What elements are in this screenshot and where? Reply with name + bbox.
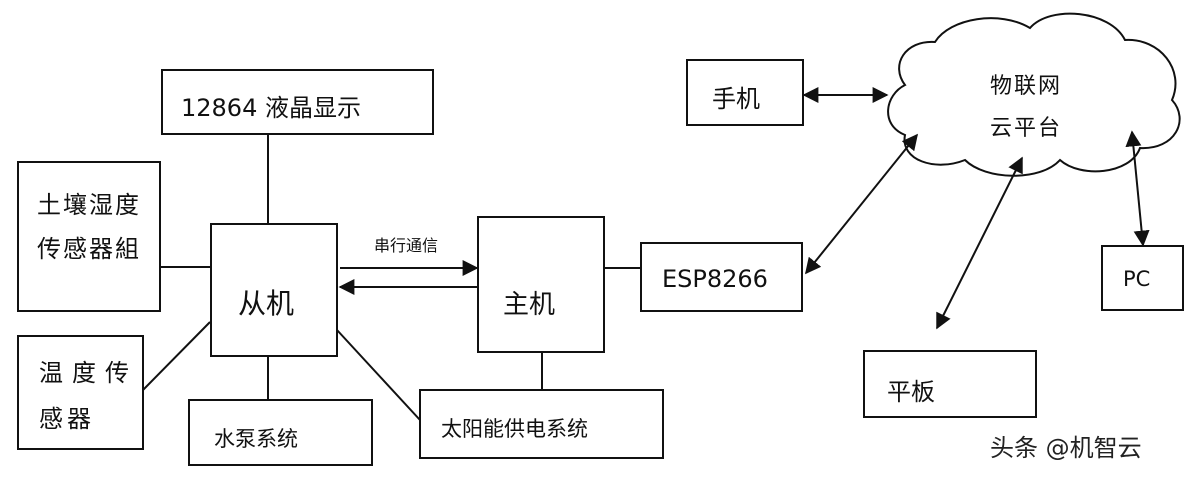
slave-label: 从机 <box>238 287 295 320</box>
soil-sensor-box: 土壤湿度 传感器組 <box>17 161 161 312</box>
lcd-display-label: 12864 液晶显示 <box>181 94 361 122</box>
solar-system-box: 太阳能供电系统 <box>419 389 664 459</box>
cloud-label-line1: 物联网 <box>990 74 1063 99</box>
tablet-label: 平板 <box>887 378 935 406</box>
pc-label: PC <box>1123 267 1151 291</box>
esp-label: ESP8266 <box>662 265 768 293</box>
temp-sensor-box: 温度传 感器 <box>17 335 144 450</box>
temp-sensor-label-line1: 温度传 <box>39 359 138 387</box>
serial-comm-label: 串行通信 <box>374 236 439 255</box>
watermark-text: 头条 @机智云 <box>990 434 1142 462</box>
solar-system-label: 太阳能供电系统 <box>441 417 588 441</box>
soil-sensor-label-line1: 土壤湿度 <box>37 191 141 219</box>
pump-system-box: 水泵系统 <box>188 399 373 466</box>
master-label: 主机 <box>503 290 556 320</box>
arrow-pc-cloud <box>1125 130 1150 247</box>
phone-label: 手机 <box>712 85 760 113</box>
line-solar-slave <box>336 329 421 421</box>
cloud-label-line2: 云平台 <box>990 116 1063 141</box>
cloud-shape <box>887 12 1181 177</box>
master-box: 主机 <box>477 216 605 353</box>
lcd-display-box: 12864 液晶显示 <box>161 69 434 135</box>
pc-box: PC <box>1101 245 1184 311</box>
soil-sensor-label-line2: 传感器組 <box>37 235 141 263</box>
slave-box: 从机 <box>210 223 338 357</box>
phone-box: 手机 <box>686 59 804 126</box>
pump-system-label: 水泵系统 <box>214 427 298 451</box>
arrow-tablet-cloud <box>936 156 1023 330</box>
line-temp-slave <box>142 321 211 391</box>
tablet-box: 平板 <box>863 350 1037 418</box>
esp-box: ESP8266 <box>640 242 803 312</box>
temp-sensor-label-line2: 感器 <box>39 405 95 433</box>
arrow-esp-cloud <box>804 133 919 275</box>
